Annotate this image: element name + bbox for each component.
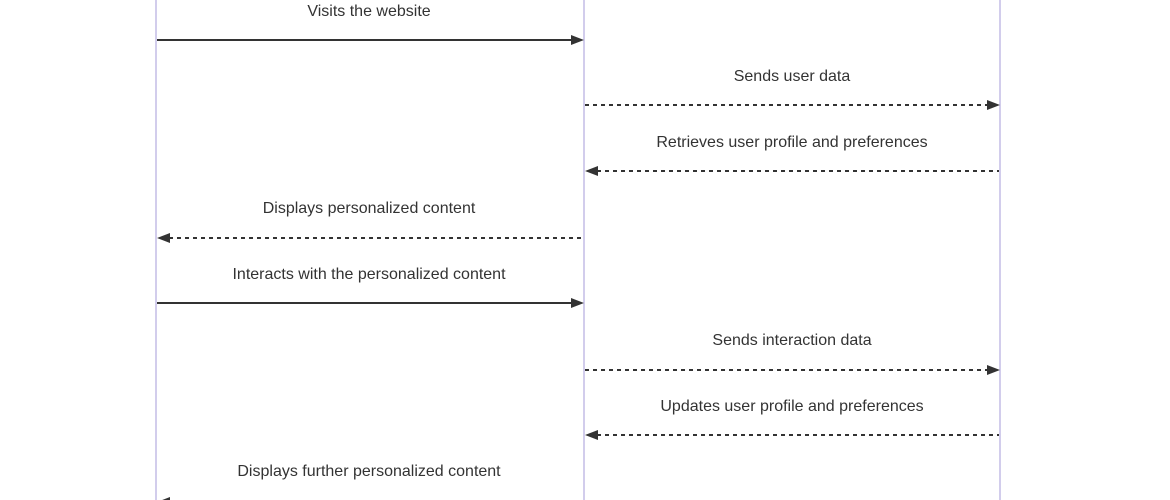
arrowhead-left-icon: [585, 166, 598, 176]
message-label: Displays further personalized content: [237, 463, 501, 480]
arrowhead-left-icon: [162, 497, 170, 500]
arrowhead-right-icon: [987, 365, 1000, 375]
message-label: Interacts with the personalized content: [232, 266, 506, 283]
message-label: Updates user profile and preferences: [660, 398, 924, 415]
message-label: Sends user data: [733, 68, 851, 85]
message-label: Retrieves user profile and preferences: [656, 134, 928, 151]
arrowhead-right-icon: [987, 100, 1000, 110]
arrowhead-right-icon: [571, 298, 584, 308]
message-label: Visits the website: [307, 3, 431, 20]
arrowhead-left-icon: [157, 233, 170, 243]
message-label: Sends interaction data: [712, 332, 872, 349]
arrowhead-right-icon: [571, 35, 584, 45]
message-label: Displays personalized content: [262, 200, 476, 217]
arrowhead-left-icon: [585, 430, 598, 440]
